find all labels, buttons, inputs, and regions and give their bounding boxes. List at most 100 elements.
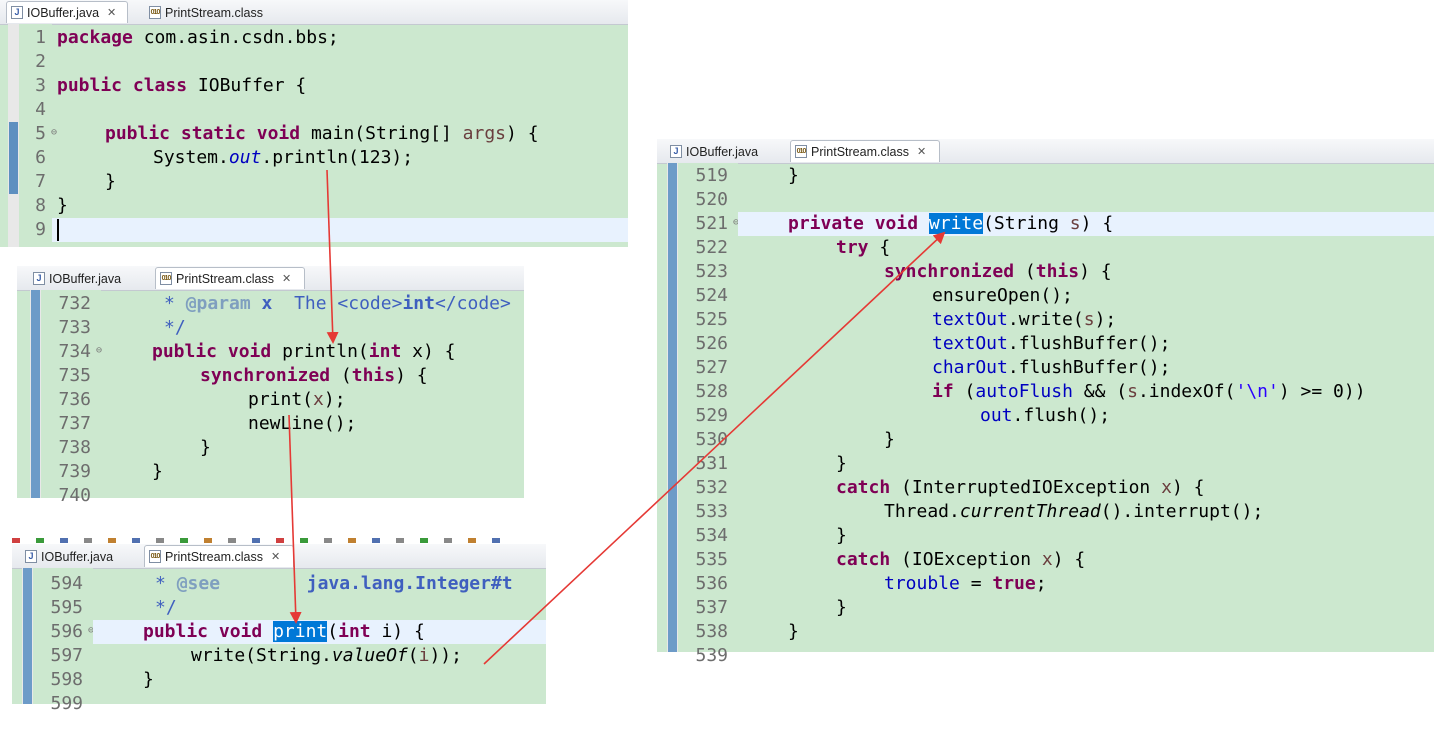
code-line: ensureOpen(); [932, 285, 1073, 306]
tab-iobuffer-java[interactable]: J IOBuffer.java [28, 267, 146, 289]
editor-tab-bar: J IOBuffer.java 010 PrintStream.class ✕ [12, 544, 546, 569]
close-icon[interactable]: ✕ [107, 7, 117, 19]
code-line: Thread.currentThread().interrupt(); [884, 501, 1264, 522]
code-line: */ [155, 597, 177, 618]
fold-toggle-icon[interactable]: ⊖ [95, 345, 102, 356]
code-area[interactable]: } private void write(String s) { try { s… [738, 163, 1434, 652]
line-number: 534 [695, 525, 728, 546]
code-line: public void print(int i) { [143, 621, 425, 642]
line-number: 536 [695, 573, 728, 594]
selected-method-name: print [273, 621, 328, 642]
code-line: charOut.flushBuffer(); [932, 357, 1171, 378]
line-number: 737 [58, 413, 91, 434]
close-icon[interactable]: ✕ [270, 551, 281, 563]
line-number: 9 [35, 219, 46, 240]
line-number: 740 [58, 485, 91, 506]
tab-label: PrintStream.class [165, 549, 263, 564]
line-number: 531 [695, 453, 728, 474]
line-number: 732 [58, 293, 91, 314]
code-line: synchronized (this) { [884, 261, 1112, 282]
line-number: 598 [50, 669, 83, 690]
editor-panel-printstream-write: J IOBuffer.java 010 PrintStream.class ✕ … [657, 139, 1434, 666]
close-icon[interactable]: ✕ [281, 273, 292, 285]
java-file-icon: J [33, 272, 45, 285]
line-number: 528 [695, 381, 728, 402]
code-line: package com.asin.csdn.bbs; [57, 27, 339, 48]
code-line: public void println(int x) { [152, 341, 456, 362]
code-area[interactable]: * @see java.lang.Integer#t */ public voi… [93, 568, 546, 704]
close-icon[interactable]: ✕ [916, 146, 927, 158]
tab-iobuffer-java[interactable]: J IOBuffer.java ✕ [6, 1, 128, 23]
code-line: trouble = true; [884, 573, 1047, 594]
line-number: 539 [695, 645, 728, 666]
tab-printstream-class[interactable]: 010 PrintStream.class [144, 1, 284, 23]
line-number: 5⊖ [35, 122, 57, 146]
fold-toggle-icon[interactable]: ⊖ [87, 625, 94, 636]
code-line: } [152, 461, 163, 482]
fold-toggle-icon[interactable]: ⊖ [732, 217, 739, 228]
code-area[interactable]: package com.asin.csdn.bbs; public class … [52, 24, 628, 247]
current-line-highlight [52, 218, 628, 242]
line-number: 735 [58, 365, 91, 386]
tab-label: PrintStream.class [811, 144, 909, 159]
change-marker [23, 568, 32, 704]
line-number: 527 [695, 357, 728, 378]
annotation-ruler [8, 24, 19, 247]
editor-panel-printstream-print: J IOBuffer.java 010 PrintStream.class ✕ … [12, 544, 546, 714]
line-number: 7 [35, 171, 46, 192]
tab-label: IOBuffer.java [49, 271, 122, 286]
tab-label: IOBuffer.java [41, 549, 114, 564]
code-line: write(String.valueOf(i)); [191, 645, 462, 666]
line-number: 538 [695, 621, 728, 642]
tab-iobuffer-java[interactable]: J IOBuffer.java [20, 545, 138, 567]
line-number: 736 [58, 389, 91, 410]
class-file-icon: 010 [149, 550, 161, 563]
code-line: try { [836, 237, 891, 258]
annotation-ruler [22, 568, 33, 704]
tab-label: PrintStream.class [176, 271, 274, 286]
line-number-gutter: 594 595 596⊖ 597 598 599 [33, 568, 94, 714]
code-line: } [788, 621, 799, 642]
annotation-ruler [667, 163, 678, 652]
line-number: 535 [695, 549, 728, 570]
editor-panel-iobuffer: J IOBuffer.java ✕ 010 PrintStream.class … [0, 0, 628, 247]
code-area[interactable]: * @param x The <code>int</code> */ publi… [101, 290, 524, 498]
line-number: 599 [50, 693, 83, 714]
code-line: catch (InterruptedIOException x) { [836, 477, 1205, 498]
line-number: 6 [35, 147, 46, 168]
line-number: 522 [695, 237, 728, 258]
code-line: } [836, 453, 847, 474]
code-line: } [143, 669, 154, 690]
class-file-icon: 010 [149, 6, 161, 19]
code-line: } [836, 597, 847, 618]
line-number: 594 [50, 573, 83, 594]
code-line: } [200, 437, 211, 458]
line-number: 533 [695, 501, 728, 522]
line-number: 1 [35, 27, 46, 48]
line-number: 530 [695, 429, 728, 450]
code-line: public class IOBuffer { [57, 75, 307, 96]
code-line: newLine(); [248, 413, 357, 434]
code-line: } [884, 429, 895, 450]
tab-label: PrintStream.class [165, 5, 263, 20]
line-number: 520 [695, 189, 728, 210]
code-line: } [788, 165, 799, 186]
code-line: out.flush(); [980, 405, 1111, 426]
tab-iobuffer-java[interactable]: J IOBuffer.java [665, 140, 785, 162]
editor-tab-bar: J IOBuffer.java ✕ 010 PrintStream.class [0, 0, 628, 25]
line-number: 526 [695, 333, 728, 354]
line-number: 532 [695, 477, 728, 498]
line-number: 525 [695, 309, 728, 330]
line-number: 2 [35, 51, 46, 72]
tab-printstream-class[interactable]: 010 PrintStream.class ✕ [144, 545, 294, 567]
line-number-text: 596 [50, 621, 83, 642]
line-number: 596 ⊖ [50, 620, 94, 644]
code-line: textOut.write(s); [932, 309, 1117, 330]
code-line: print(x); [248, 389, 346, 410]
fold-toggle-icon[interactable]: ⊖ [50, 127, 57, 138]
line-number: 519 [695, 165, 728, 186]
line-number: 521⊖ [695, 212, 739, 236]
editor-tab-bar: J IOBuffer.java 010 PrintStream.class ✕ [17, 266, 524, 291]
tab-printstream-class[interactable]: 010 PrintStream.class ✕ [790, 140, 940, 162]
tab-printstream-class[interactable]: 010 PrintStream.class ✕ [155, 267, 305, 289]
